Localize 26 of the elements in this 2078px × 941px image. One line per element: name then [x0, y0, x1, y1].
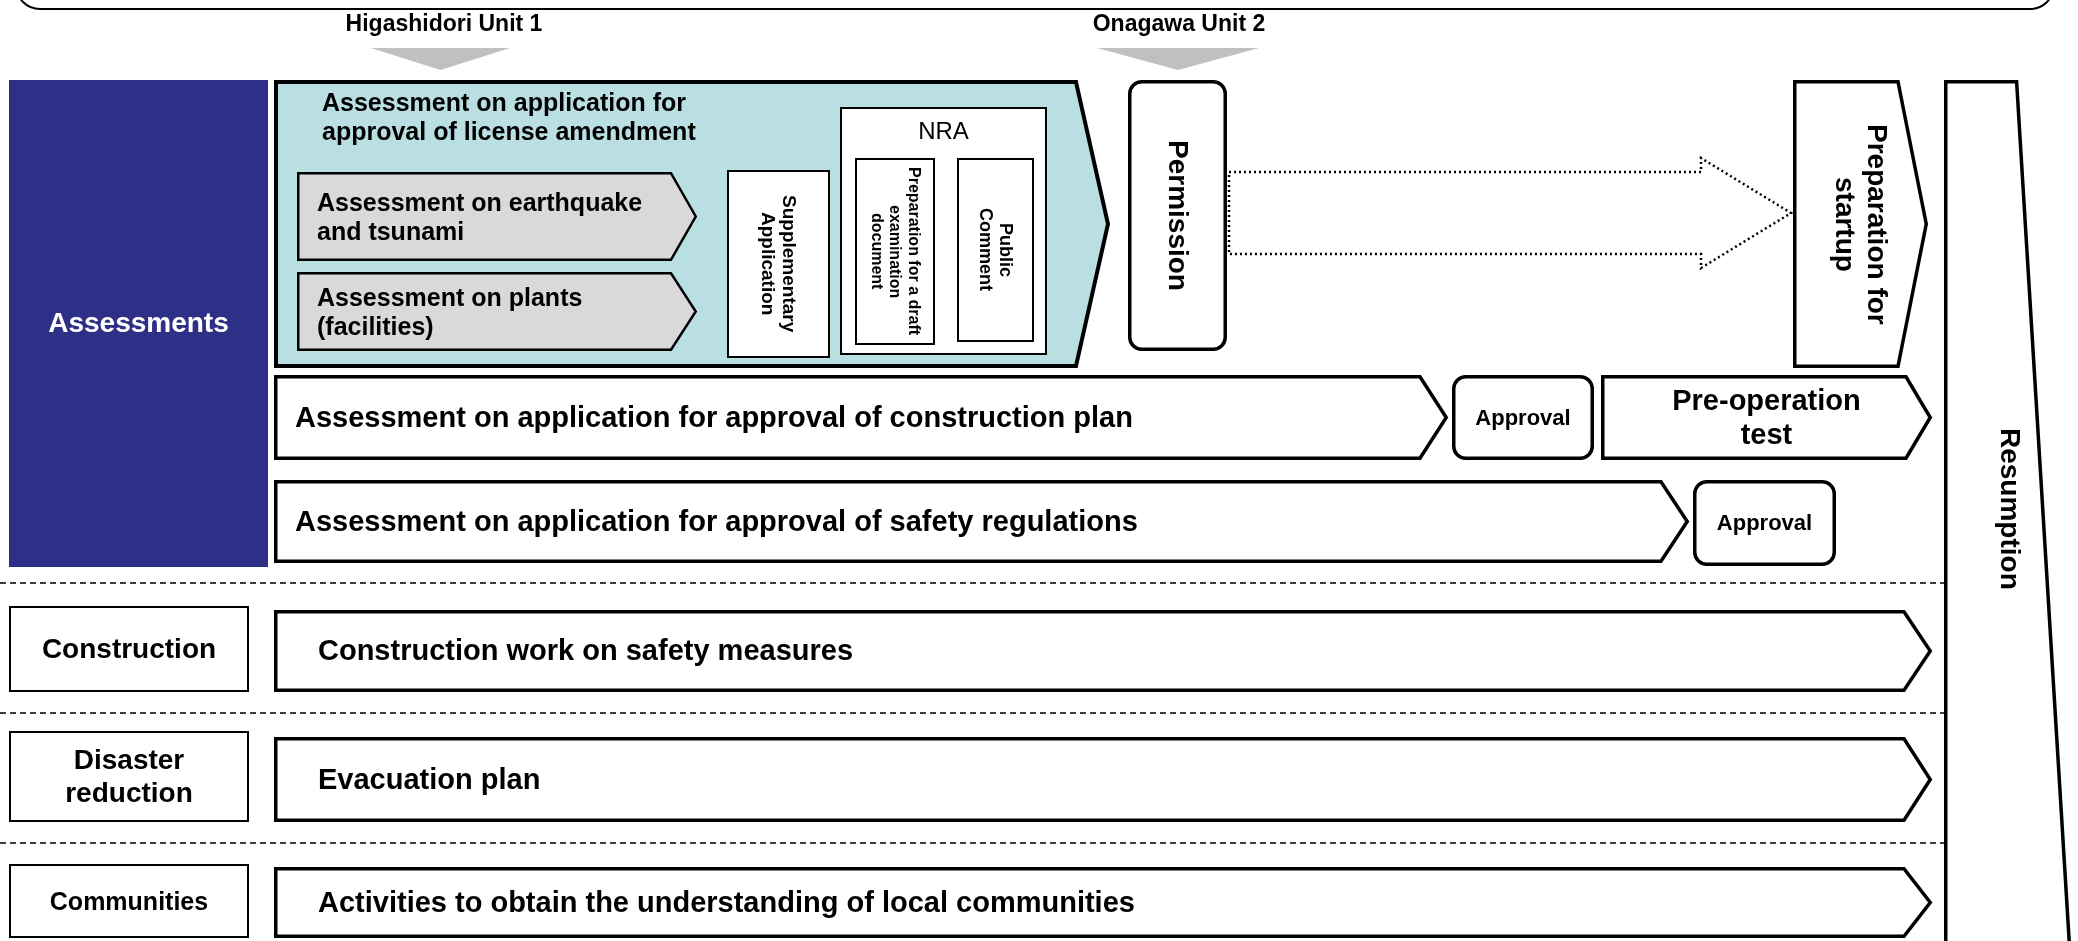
block-arrow: [1227, 155, 1794, 271]
task-panel: Assessment on plants (facilities): [297, 272, 697, 351]
step-box: Preparation for a draft examination document: [855, 158, 935, 345]
task-panel: Pre-operation test: [1601, 375, 1932, 460]
task-panel: [274, 80, 1110, 368]
milestone-box: Permission: [1128, 80, 1227, 351]
task-panel: Evacuation plan: [274, 737, 1932, 822]
milestone-box: Approval: [1452, 375, 1594, 460]
lane-heading: Disaster reduction: [9, 731, 249, 822]
lane-heading: Assessments: [9, 80, 268, 567]
agency-box: [840, 107, 1047, 355]
group-heading: Assessment on application for approval of license amendment: [322, 88, 697, 146]
lane-heading: Communities: [9, 864, 249, 938]
task-panel: Assessment on application for approval of safety regulations: [274, 480, 1689, 563]
milestone-box: Approval: [1693, 480, 1836, 566]
task-panel: Assessment on earthquake and tsunami: [297, 172, 697, 261]
task-panel: Preparation for startup: [1793, 80, 1928, 368]
step-box: Supplementary Application: [727, 170, 830, 358]
unit-label: Higashidori Unit 1: [344, 10, 544, 37]
step-box: Public Comment: [957, 158, 1034, 342]
lane-heading: Construction: [9, 606, 249, 692]
group-heading: NRA: [918, 117, 969, 145]
task-panel: Construction work on safety measures: [274, 610, 1932, 692]
unit-label: Onagawa Unit 2: [1091, 10, 1267, 37]
task-panel: Assessment on application for approval of construction plan: [274, 375, 1448, 460]
task-panel: Activities to obtain the understanding of local communities: [274, 867, 1932, 938]
